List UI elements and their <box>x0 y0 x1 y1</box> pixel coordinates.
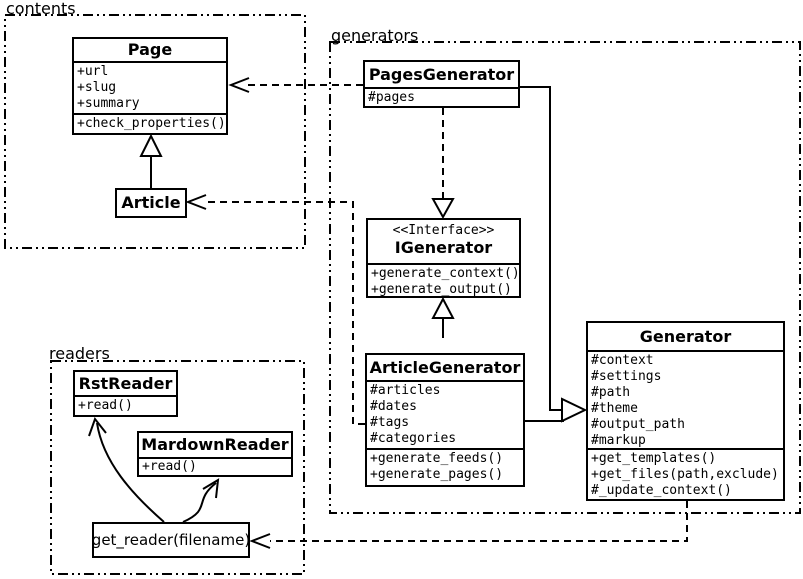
attribute-row: #context <box>591 353 654 368</box>
class-title: Article <box>121 193 181 212</box>
methods-section: +read() <box>75 395 176 415</box>
arrowhead-open-mardownreader <box>202 478 220 499</box>
methods-section: +check_properties() <box>74 113 226 133</box>
attribute-row: +url <box>77 64 109 79</box>
attribute-row: #path <box>591 385 631 400</box>
attribute-row: #categories <box>370 431 457 446</box>
class-title: <<Interface>> IGenerator <box>368 220 519 263</box>
class-article: Article <box>115 188 187 218</box>
attributes-section: #pages <box>365 87 518 106</box>
method-row: +generate_pages() <box>370 467 504 482</box>
attribute-row: #markup <box>591 433 646 448</box>
attribute-row: #dates <box>370 399 417 414</box>
method-row: +read() <box>142 459 197 474</box>
class-title: ArticleGenerator <box>369 358 521 377</box>
class-title: Generator <box>639 327 732 346</box>
method-row: +generate_output() <box>371 282 512 296</box>
edge-articlegenerator-to-generator <box>525 411 564 422</box>
arrowhead-open-page <box>228 77 250 93</box>
arrowhead-open-rstreader <box>88 416 107 437</box>
package-label-readers: readers <box>49 344 110 363</box>
class-title: Page <box>127 40 173 59</box>
class-pages-generator: PagesGenerator #pages <box>363 60 520 108</box>
package-label-contents: contents <box>6 0 76 18</box>
arrowhead-generalization-generator <box>561 397 588 423</box>
edge-getreader-to-rstreader <box>96 422 165 523</box>
package-label-generators: generators <box>331 26 419 45</box>
class-page: Page +url +slug +summary +check_properti… <box>72 37 228 135</box>
class-title: MardownReader <box>141 435 289 454</box>
arrowhead-generalization-page <box>139 133 163 157</box>
method-row: +generate_context() <box>371 266 519 281</box>
attribute-row: #pages <box>368 90 415 105</box>
attribute-row: +slug <box>77 80 117 95</box>
method-row: +check_properties() <box>77 116 226 131</box>
package-border-readers <box>50 360 305 575</box>
edge-articlegenerator-to-article <box>206 201 365 425</box>
class-mardown-reader: MardownReader +read() <box>137 431 293 477</box>
class-title: RstReader <box>78 374 173 393</box>
methods-section: +get_templates() +get_files(path,exclude… <box>588 448 783 499</box>
arrowhead-realization-igenerator <box>431 198 455 220</box>
function-label: get_reader(filename) <box>91 531 251 549</box>
attributes-section: #context #settings #path #theme #output_… <box>588 350 783 448</box>
edge-generator-to-getreader <box>270 501 688 542</box>
attribute-row: +summary <box>77 96 140 111</box>
method-row: +get_files(path,exclude) <box>591 467 779 482</box>
method-row: +read() <box>78 398 133 413</box>
class-article-generator: ArticleGenerator #articles #dates #tags … <box>365 353 525 487</box>
edge-pagesgenerator-to-generator <box>520 86 562 411</box>
method-row: +get_templates() <box>591 451 717 466</box>
node-get-reader: get_reader(filename) <box>92 522 250 558</box>
attributes-section: #articles #dates #tags #categories <box>367 380 523 448</box>
class-rst-reader: RstReader +read() <box>73 370 178 417</box>
package-border-generators <box>329 41 801 514</box>
attributes-section: +url +slug +summary <box>74 61 226 113</box>
attribute-row: #settings <box>591 369 662 384</box>
attribute-row: #articles <box>370 383 441 398</box>
class-title: PagesGenerator <box>368 65 515 84</box>
method-row: +generate_feeds() <box>370 451 504 466</box>
edge-getreader-to-mardownreader <box>182 482 217 523</box>
arrowhead-open-article <box>185 194 207 210</box>
method-row: #_update_context() <box>591 483 732 498</box>
stereotype-label: <<Interface>> <box>392 223 495 238</box>
attribute-row: #output_path <box>591 417 685 432</box>
arrowhead-open-getreader <box>249 533 271 549</box>
class-generator: Generator #context #settings #path #them… <box>586 321 785 501</box>
arrowhead-generalization-igenerator <box>431 296 455 319</box>
class-title-text: IGenerator <box>394 238 493 257</box>
attribute-row: #tags <box>370 415 410 430</box>
attribute-row: #theme <box>591 401 638 416</box>
methods-section: +read() <box>139 457 291 475</box>
methods-section: +generate_context() +generate_output() <box>368 263 519 296</box>
package-border-contents <box>4 14 306 249</box>
class-igenerator: <<Interface>> IGenerator +generate_conte… <box>366 218 521 298</box>
methods-section: +generate_feeds() +generate_pages() <box>367 448 523 485</box>
